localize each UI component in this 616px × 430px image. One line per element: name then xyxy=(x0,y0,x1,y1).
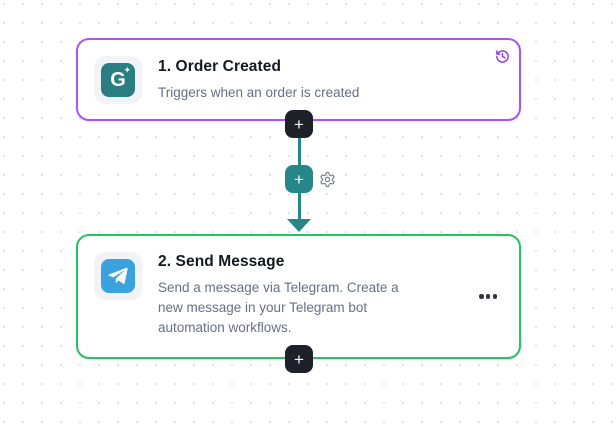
add-action-button-top[interactable]: + xyxy=(285,110,313,138)
app-badge xyxy=(94,252,142,300)
app-letter: G xyxy=(110,69,126,91)
add-action-button-bottom[interactable]: + xyxy=(285,345,313,373)
step-description: Triggers when an order is created xyxy=(158,85,360,100)
g-sparkle-logo-icon: G ✦ xyxy=(101,62,135,97)
step-title: 2. Send Message xyxy=(158,253,285,270)
step-card-order-created[interactable]: G ✦ 1. Order Created Triggers when an or… xyxy=(76,38,521,121)
connector-arrowhead xyxy=(287,219,311,232)
history-icon[interactable] xyxy=(495,49,510,64)
step-title: 1. Order Created xyxy=(158,58,282,75)
sparkle-icon: ✦ xyxy=(123,64,131,75)
insert-step-button[interactable]: + xyxy=(285,165,313,193)
plus-icon: + xyxy=(294,349,304,369)
telegram-logo-icon xyxy=(101,259,135,293)
app-badge: G ✦ xyxy=(94,55,142,104)
more-options-icon[interactable] xyxy=(479,290,497,304)
plus-icon: + xyxy=(294,169,304,189)
step-card-send-message[interactable]: 2. Send Message Send a message via Teleg… xyxy=(76,234,521,359)
plus-icon: + xyxy=(294,114,304,134)
gear-icon[interactable] xyxy=(319,171,336,188)
step-description: Send a message via Telegram. Create a ne… xyxy=(158,280,399,335)
